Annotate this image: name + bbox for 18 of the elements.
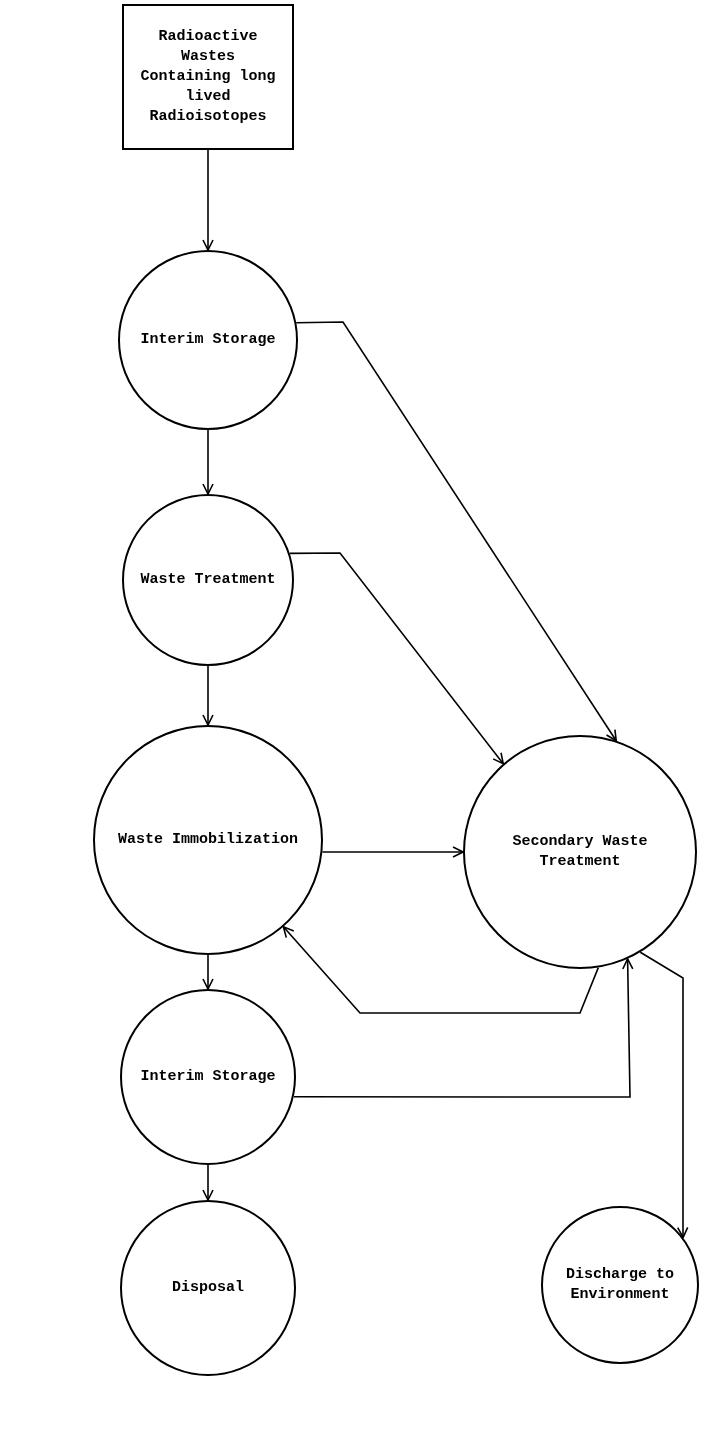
node-label: Radioactive Wastes Containing long lived Radioisotopes (139, 27, 277, 127)
arrow (292, 958, 634, 1098)
node-label: Waste Immobilization (118, 830, 298, 850)
arrow (202, 429, 214, 495)
arrow (639, 951, 689, 1239)
node-label: Secondary Waste Treatment (511, 832, 649, 872)
node-label: Interim Storage (140, 1067, 276, 1087)
node-label: Waste Treatment (140, 570, 276, 590)
arrow (202, 954, 214, 990)
arrow (282, 926, 600, 1014)
process-box (122, 4, 294, 150)
arrow (202, 149, 214, 251)
node-label: Discharge to Environment (565, 1265, 675, 1305)
node-label: Interim Storage (140, 330, 276, 350)
arrow (202, 1164, 214, 1201)
arrow (289, 552, 504, 765)
node-label: Disposal (172, 1278, 244, 1298)
arrow (202, 665, 214, 726)
